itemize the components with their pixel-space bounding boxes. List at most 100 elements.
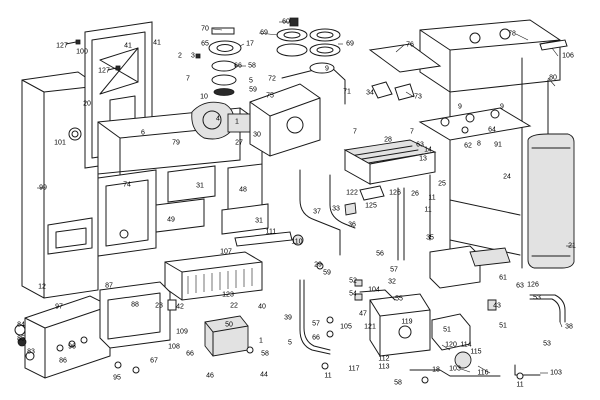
part-number-label: 9 bbox=[500, 103, 504, 111]
boiler-frame bbox=[368, 19, 575, 269]
part-number-label: 87 bbox=[105, 282, 113, 290]
part-number-label: 33 bbox=[332, 205, 340, 213]
part-number-label: 60 bbox=[282, 18, 290, 26]
part-number-label: 31 bbox=[255, 217, 263, 225]
part-number-label: 117 bbox=[348, 365, 360, 373]
part-number-label: 56 bbox=[376, 250, 384, 258]
part-number-label: 85 bbox=[17, 335, 25, 343]
part-number-label: 57 bbox=[390, 266, 398, 274]
part-number-label: 40 bbox=[258, 303, 266, 311]
part-number-label: 66 bbox=[186, 350, 194, 358]
part-number-label: 36 bbox=[348, 221, 356, 229]
part-number-label: 51 bbox=[443, 326, 451, 334]
part-number-label: 86 bbox=[59, 357, 67, 365]
part-number-label: 64 bbox=[488, 126, 496, 134]
part-number-label: 39 bbox=[284, 314, 292, 322]
part-number-label: 17 bbox=[246, 40, 254, 48]
part-number-label: 123 bbox=[222, 291, 234, 299]
part-number-label: 25 bbox=[438, 180, 446, 188]
part-number-label: 53 bbox=[533, 294, 541, 302]
part-number-label: 7 bbox=[353, 128, 357, 136]
part-number-label: 14 bbox=[424, 146, 432, 154]
part-number-label: 106 bbox=[562, 52, 574, 60]
part-number-label: 20 bbox=[83, 100, 91, 108]
part-number-label: 101 bbox=[54, 139, 66, 147]
part-number-label: 34 bbox=[366, 89, 374, 97]
part-number-label: 7 bbox=[410, 128, 414, 136]
part-number-label: 44 bbox=[260, 371, 268, 379]
part-number-label: 126 bbox=[527, 281, 539, 289]
part-number-label: 11 bbox=[516, 381, 524, 389]
part-number-label: 13 bbox=[419, 155, 427, 163]
part-number-label: 121 bbox=[364, 323, 376, 331]
part-number-label: 43 bbox=[493, 302, 501, 310]
part-number-label: 54 bbox=[349, 290, 357, 298]
leader-lines bbox=[37, 21, 574, 374]
part-number-label: 69 bbox=[346, 40, 354, 48]
part-number-label: 74 bbox=[123, 181, 131, 189]
part-number-label: 111 bbox=[265, 228, 277, 236]
part-number-label: 69 bbox=[260, 29, 268, 37]
part-number-label: 127 bbox=[98, 67, 110, 75]
part-number-label: 107 bbox=[220, 248, 232, 256]
part-number-label: 100 bbox=[76, 48, 88, 56]
part-number-label: 115 bbox=[470, 348, 482, 356]
part-number-label: 116 bbox=[477, 369, 489, 377]
part-number-label: 75 bbox=[266, 92, 274, 100]
part-number-label: 66 bbox=[312, 334, 320, 342]
part-number-label: 28 bbox=[384, 136, 392, 144]
part-number-label: 70 bbox=[201, 25, 209, 33]
part-number-label: 30 bbox=[253, 131, 261, 139]
part-number-label: 120 bbox=[445, 341, 457, 349]
part-number-label: 110 bbox=[291, 238, 303, 246]
part-number-label: 48 bbox=[239, 186, 247, 194]
part-number-label: 80 bbox=[549, 74, 557, 82]
part-number-label: 57 bbox=[312, 320, 320, 328]
part-number-label: 84 bbox=[17, 321, 25, 329]
part-number-label: 95 bbox=[113, 374, 121, 382]
part-number-label: 37 bbox=[313, 208, 321, 216]
part-number-label: 122 bbox=[346, 189, 358, 197]
part-number-label: 50 bbox=[225, 321, 233, 329]
part-number-label: 6 bbox=[141, 129, 145, 137]
part-number-label: 112 bbox=[378, 355, 390, 363]
part-number-label: 73 bbox=[414, 93, 422, 101]
part-number-label: 46 bbox=[206, 372, 214, 380]
part-number-label: 7 bbox=[186, 75, 190, 83]
part-number-label: 63 bbox=[416, 141, 424, 149]
part-number-label: 103 bbox=[550, 369, 562, 377]
part-number-label: 109 bbox=[176, 328, 188, 336]
part-number-label: 26 bbox=[411, 190, 419, 198]
part-number-label: 58 bbox=[394, 379, 402, 387]
part-number-label: 72 bbox=[268, 75, 276, 83]
part-number-label: 126 bbox=[389, 189, 401, 197]
part-number-label: 79 bbox=[172, 139, 180, 147]
part-number-label: 99 bbox=[39, 184, 47, 192]
part-number-label: 113 bbox=[378, 363, 390, 371]
part-number-label: 41 bbox=[124, 42, 132, 50]
part-number-label: 119 bbox=[401, 318, 413, 326]
part-number-label: 96 bbox=[68, 343, 76, 351]
part-number-label: 1 bbox=[235, 118, 239, 126]
part-number-label: 29 bbox=[314, 261, 322, 269]
part-number-label: 76 bbox=[406, 41, 414, 49]
burner-and-controls bbox=[14, 231, 304, 379]
part-number-label: 3 bbox=[191, 52, 195, 60]
part-number-label: 104 bbox=[368, 286, 380, 294]
part-number-label: 127 bbox=[56, 42, 68, 50]
part-number-label: 35 bbox=[426, 234, 434, 242]
part-number-label: 61 bbox=[499, 274, 507, 282]
part-number-label: 91 bbox=[494, 141, 502, 149]
part-number-label: 67 bbox=[150, 357, 158, 365]
part-number-label: 5 bbox=[249, 77, 253, 85]
part-number-label: 78 bbox=[508, 30, 516, 38]
part-number-label: 5 bbox=[288, 339, 292, 347]
part-number-label: 51 bbox=[499, 322, 507, 330]
part-number-label: 52 bbox=[349, 277, 357, 285]
part-number-label: 58 bbox=[248, 62, 256, 70]
part-number-label: 12 bbox=[38, 283, 46, 291]
part-number-label: 125 bbox=[365, 202, 377, 210]
part-number-label: 11 bbox=[428, 194, 436, 202]
part-number-label: 59 bbox=[323, 269, 331, 277]
